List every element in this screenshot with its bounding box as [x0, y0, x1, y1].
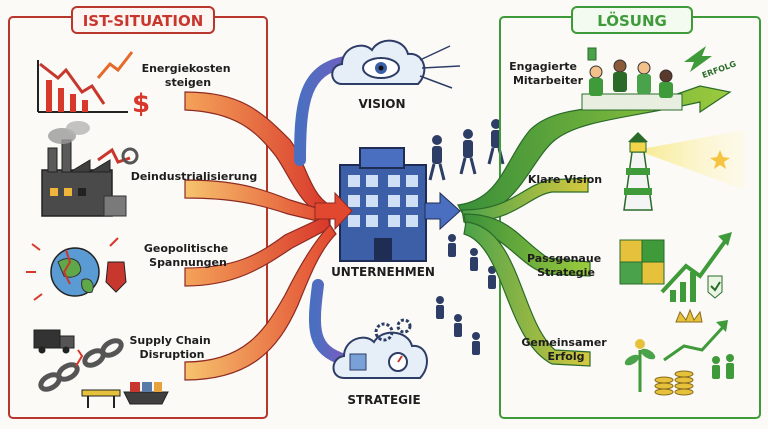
strategy-label: STRATEGIE [347, 393, 420, 407]
energy-costs-icon: $ [37, 51, 150, 119]
lighthouse-icon [623, 130, 745, 211]
vision-connector [294, 56, 366, 166]
vision-label: VISION [358, 97, 405, 111]
solution-flow-arrows [457, 85, 732, 367]
strategy-cloud-icon [332, 318, 428, 379]
outgoing-arrow [424, 191, 461, 231]
engaged-team-icon [581, 46, 712, 111]
incoming-arrow [314, 191, 353, 231]
flow-arrow-deindustrial [184, 179, 331, 225]
item-geopolitics-label: Geopolitische Spannungen [144, 242, 232, 269]
item-deindustrial-label: Deindustrialisierung [131, 170, 258, 183]
flow-arrow-supply [184, 224, 337, 381]
right-panel-title: LÖSUNG [597, 11, 667, 30]
svg-text:$: $ [132, 89, 150, 119]
erfolg-tag: ERFOLG [701, 59, 737, 80]
company-building-icon [339, 147, 427, 262]
supply-chain-icon [33, 329, 169, 408]
factory-icon [41, 121, 139, 217]
item-supply-label: Supply Chain Disruption [129, 334, 214, 361]
people-walking-top-icon [428, 119, 505, 181]
solution-team-label: Engagierte Mitarbeiter [509, 60, 583, 87]
globe-icon [26, 237, 127, 301]
left-panel-title: IST-SITUATION [83, 12, 204, 30]
solution-success-label: Gemeinsamer Erfolg [521, 336, 610, 363]
puzzle-strategy-icon [619, 232, 732, 302]
right-title-pill: LÖSUNG [571, 6, 693, 34]
item-energy-label: Energiekosten steigen [142, 62, 235, 89]
shared-success-icon [624, 308, 734, 396]
vision-cloud-icon [331, 39, 461, 89]
strategy-connector [308, 279, 351, 366]
solution-vision-label: Klare Vision [528, 173, 602, 186]
left-title-pill: IST-SITUATION [71, 6, 215, 34]
company-label: UNTERNEHMEN [331, 265, 435, 279]
solution-strategy-label: Passgenaue Strategie [527, 252, 605, 279]
people-walking-bottom-icon [436, 234, 496, 355]
